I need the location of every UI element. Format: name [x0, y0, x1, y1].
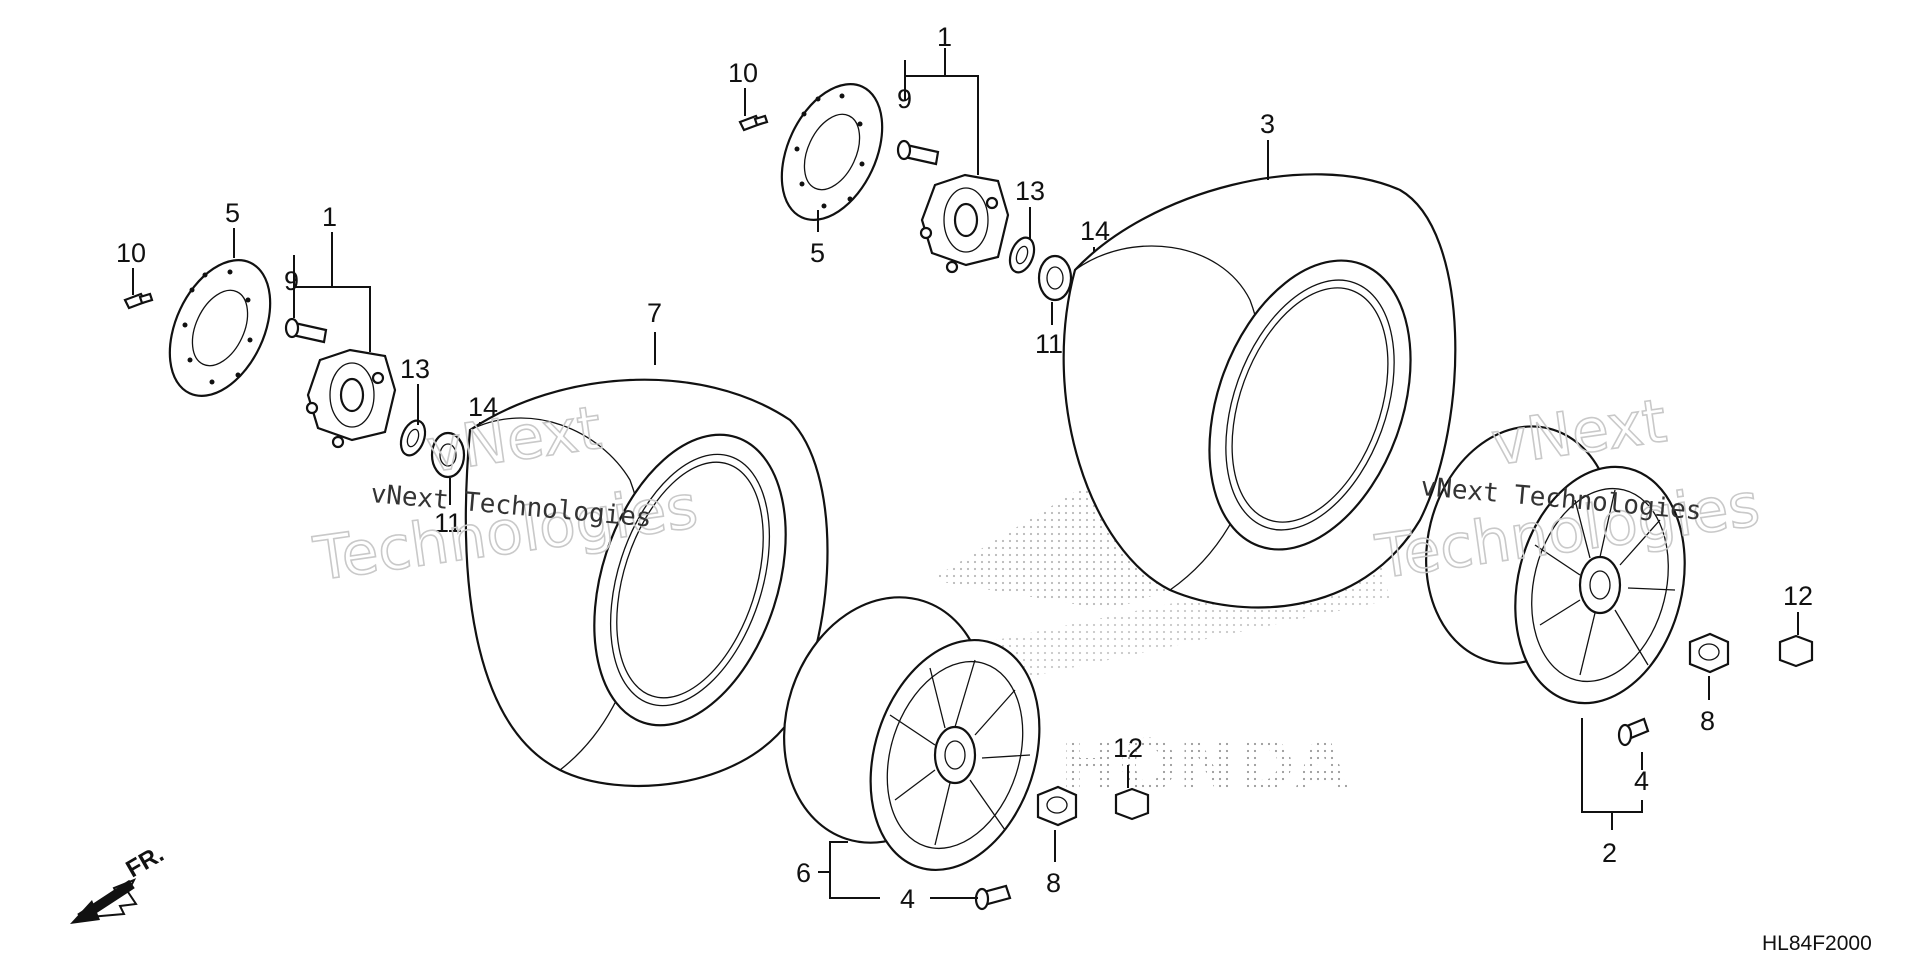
callout-pin14-rear: 14	[468, 392, 498, 422]
castle-nut-11-rear	[430, 431, 466, 479]
callout-bolt9-front: 9	[897, 84, 912, 114]
callout-cap12-rear: 12	[1113, 733, 1143, 763]
callout-valve-front: 4	[1634, 766, 1649, 796]
stud-bolt-9-front	[896, 139, 940, 166]
svg-text:HONDA: HONDA	[1060, 725, 1349, 807]
washer-13-front	[1008, 236, 1036, 274]
callout-bolt10-front: 10	[728, 58, 758, 88]
callout-disk-rear: 5	[225, 198, 240, 228]
callout-nut11-front: 11	[1035, 329, 1063, 359]
brake-disk-front	[780, 83, 884, 221]
castle-nut-11-front	[1037, 254, 1073, 302]
tire-front	[1062, 173, 1457, 609]
leaders-front-wheel	[1581, 612, 1799, 830]
callout-bolt9-rear: 9	[284, 266, 299, 296]
valve-4-rear	[974, 884, 1012, 911]
washer-13-rear	[399, 419, 427, 457]
bolt-10-front	[738, 114, 769, 132]
callout-tire-rear: 7	[647, 298, 662, 328]
leaders-rear-hub	[132, 228, 481, 505]
leaders-rear-wheel	[818, 765, 1129, 899]
wheel-front	[1425, 425, 1686, 705]
brake-disk-rear	[168, 259, 272, 397]
callout-nut8-rear: 8	[1046, 868, 1061, 898]
bolt-10-rear	[123, 292, 154, 310]
callout-pin14-front: 14	[1080, 216, 1110, 246]
callout-valve-rear: 4	[900, 884, 915, 914]
callout-washer13-rear: 13	[400, 354, 430, 384]
lug-nut-8-front	[1688, 632, 1730, 674]
stud-bolt-9-rear	[284, 317, 328, 344]
callout-hub-front: 1	[937, 22, 952, 52]
watermark-right-line1: vNext	[1487, 386, 1670, 480]
callout-washer13-front: 13	[1015, 176, 1045, 206]
callout-wheel-front: 2	[1602, 838, 1617, 868]
tire-rear	[464, 378, 829, 788]
callout-nut8-front: 8	[1700, 706, 1715, 736]
cap-nut-12-rear	[1114, 787, 1150, 821]
watermark-left: vNext Technologies vNext Technologies	[309, 392, 703, 595]
cap-nut-12-front	[1778, 634, 1814, 668]
callout-tire-front: 3	[1260, 109, 1275, 139]
lug-nut-8-rear	[1036, 785, 1078, 827]
drawing-code: HL84F2000	[1762, 932, 1872, 955]
wheel-hub-rear	[305, 348, 397, 449]
callout-hub-rear: 1	[322, 202, 337, 232]
callout-wheel-rear: 6	[796, 858, 811, 888]
callout-bolt10-rear: 10	[116, 238, 146, 268]
callout-labels: 1 5 10 9 13 14 11 1 5 10 9 13 14 11 7 3 …	[116, 22, 1813, 914]
fr-label: FR.	[122, 840, 169, 883]
callout-disk-front: 5	[810, 238, 825, 268]
valve-4-front	[1617, 717, 1650, 747]
wheel-hub-front	[919, 173, 1010, 274]
front-direction-arrow: FR.	[70, 840, 168, 924]
callout-cap12-front: 12	[1783, 581, 1813, 611]
callout-nut11-rear: 11	[434, 508, 462, 538]
wheel-rear	[783, 596, 1041, 872]
